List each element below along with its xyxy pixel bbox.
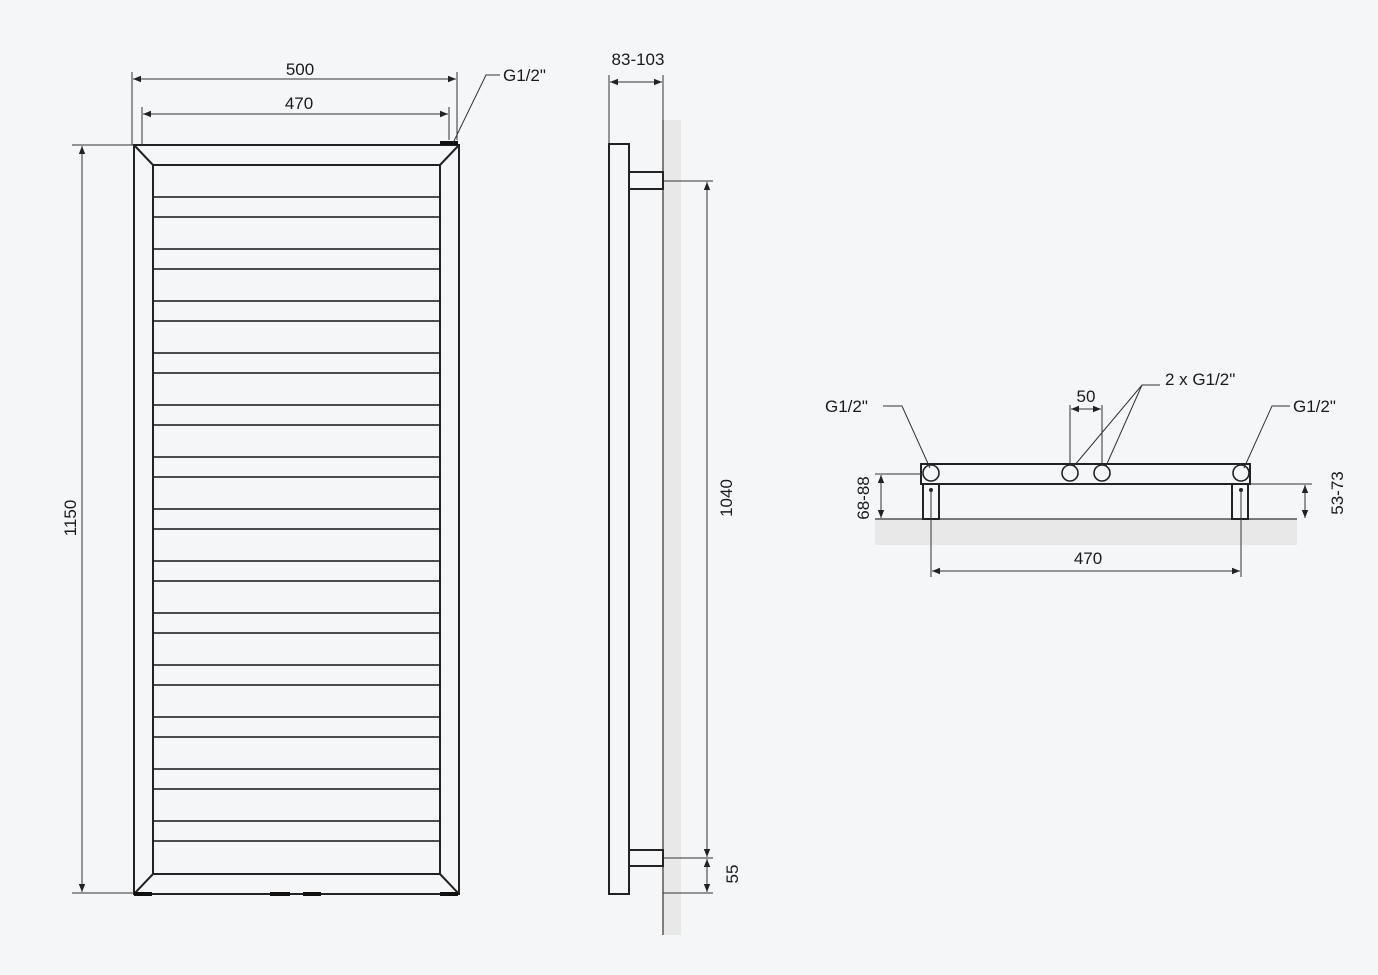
towel-bar xyxy=(152,612,441,634)
dim-width-inner: 470 xyxy=(285,94,313,113)
towel-bar xyxy=(152,508,441,530)
dim-depth: 83-103 xyxy=(612,50,665,69)
towel-bar xyxy=(152,248,441,270)
center-connections-label: 2 x G1/2" xyxy=(1165,370,1235,389)
towel-bar xyxy=(152,664,441,686)
right-connection-label: G1/2" xyxy=(1293,397,1336,416)
towel-bar xyxy=(152,560,441,582)
dim-height: 1150 xyxy=(61,500,80,537)
dim-wall-right: 53-73 xyxy=(1328,471,1347,514)
dim-connection-spacing: 1040 xyxy=(717,479,736,517)
towel-bars xyxy=(152,196,441,842)
towel-bar xyxy=(152,768,441,790)
connection-label: G1/2" xyxy=(503,66,546,85)
towel-bar xyxy=(152,404,441,426)
left-connection-label: G1/2" xyxy=(825,397,868,416)
towel-bar xyxy=(152,300,441,322)
top-view: G1/2" 2 x G1/2" G1/2" 50 470 68-88 53-73 xyxy=(825,370,1347,577)
towel-bar xyxy=(152,352,441,374)
towel-bar xyxy=(152,196,441,218)
towel-bar xyxy=(152,456,441,478)
side-view: 83-103 1040 55 xyxy=(608,50,742,935)
towel-bar xyxy=(152,820,441,842)
towel-bar xyxy=(152,716,441,738)
dim-width-outer: 500 xyxy=(286,60,314,79)
dim-bottom-offset: 55 xyxy=(723,865,742,884)
dim-wall-left: 68-88 xyxy=(854,476,873,519)
dim-center-spacing: 50 xyxy=(1077,387,1096,406)
dim-leg-spacing: 470 xyxy=(1074,549,1102,568)
front-view: 500 470 1150 G1/2" xyxy=(61,60,546,896)
